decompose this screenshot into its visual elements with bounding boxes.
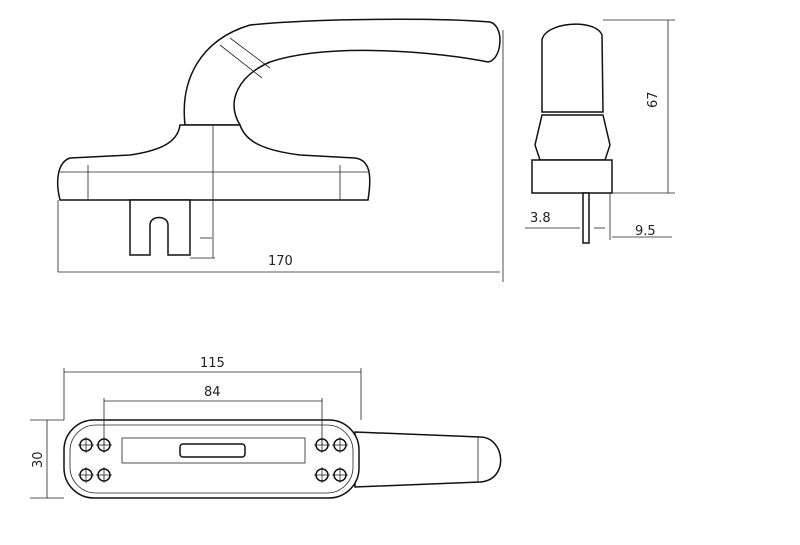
side-view: 67 3.8 9.5 xyxy=(525,19,675,244)
dimension-84: 84 xyxy=(204,385,221,400)
dimension-115: 115 xyxy=(200,356,225,371)
dimension-30: 30 xyxy=(31,451,46,468)
front-view: 170 xyxy=(57,18,504,282)
dimension-3-8: 3.8 xyxy=(530,211,551,226)
dimension-9-5: 9.5 xyxy=(635,224,656,239)
dimension-170: 170 xyxy=(268,254,293,269)
plan-view: 115 84 30 xyxy=(30,356,502,499)
dimension-67: 67 xyxy=(646,91,661,108)
